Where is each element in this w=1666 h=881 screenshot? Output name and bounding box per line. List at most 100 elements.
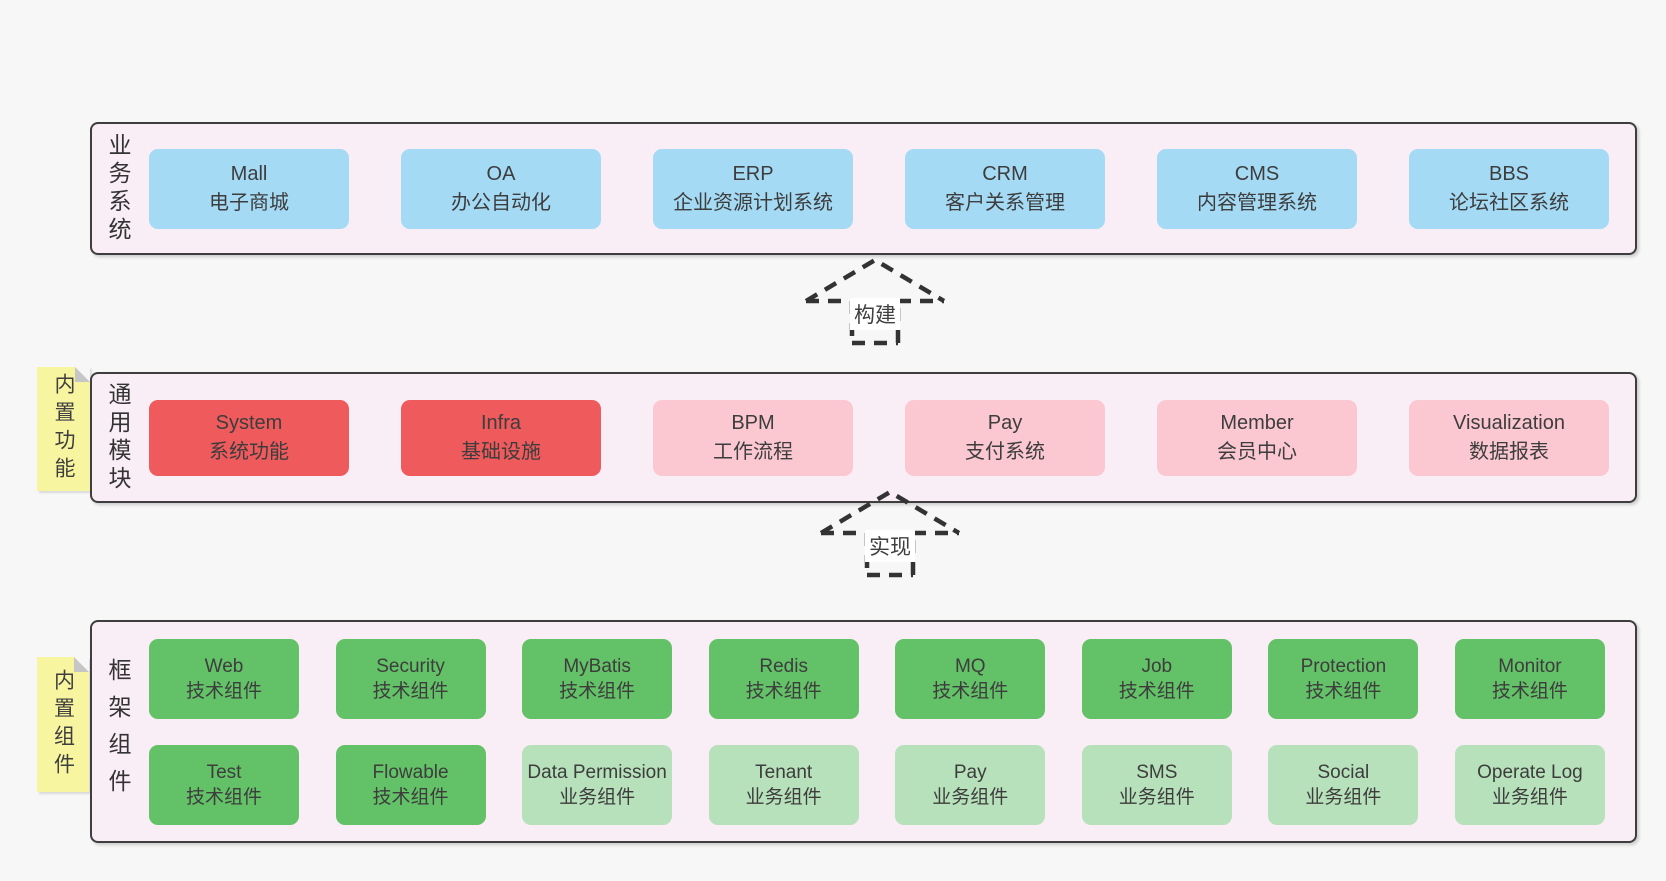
box-crm: CRM 客户关系管理 [905, 148, 1105, 229]
box-title: BBS [1488, 162, 1530, 185]
box-test: Test 技术组件 [149, 744, 299, 825]
note-text: 内置组件 [51, 668, 75, 781]
business-panel-label: 业务系统 [105, 132, 131, 245]
box-desc: 业务组件 [1305, 786, 1382, 808]
box-desc: 技术组件 [1305, 680, 1382, 702]
implement-arrow-label: 实现 [865, 530, 915, 562]
box-title: Infra [480, 411, 522, 434]
box-pay-module: Pay 支付系统 [905, 399, 1105, 476]
framework-components-panel: 框架组件 Web 技术组件 Security 技术组件 MyBatis 技术组件… [90, 620, 1637, 843]
box-title: Protection [1300, 655, 1387, 677]
box-title: Tenant [755, 761, 813, 783]
box-title: Visualization [1453, 411, 1565, 434]
box-tenant: Tenant 业务组件 [708, 744, 859, 825]
box-desc: 业务组件 [745, 786, 822, 808]
box-desc: 业务组件 [1118, 786, 1195, 808]
box-redis: Redis 技术组件 [708, 638, 859, 719]
box-desc: 论坛社区系统 [1449, 191, 1569, 214]
box-operate-log: Operate Log 业务组件 [1454, 744, 1605, 825]
box-title: Pay [987, 411, 1023, 434]
box-desc: 数据报表 [1469, 440, 1549, 463]
box-web: Web 技术组件 [149, 638, 299, 719]
box-desc: 技术组件 [745, 680, 822, 702]
box-desc: 电子商城 [209, 191, 289, 214]
box-title: Data Permission [527, 761, 667, 783]
box-desc: 基础设施 [461, 440, 541, 463]
box-desc: 业务组件 [1491, 786, 1568, 808]
modules-box-row: System 系统功能 Infra 基础设施 BPM 工作流程 Pay 支付系统… [129, 399, 1635, 476]
box-mq: MQ 技术组件 [895, 638, 1046, 719]
box-bpm: BPM 工作流程 [653, 399, 853, 476]
box-title: CMS [1234, 162, 1280, 185]
box-sms: SMS 业务组件 [1081, 744, 1232, 825]
box-desc: 业务组件 [932, 786, 1009, 808]
up-arrow-icon [804, 257, 946, 346]
business-box-row: Mall 电子商城 OA 办公自动化 ERP 企业资源计划系统 CRM 客户关系… [129, 148, 1635, 229]
box-title: Pay [953, 761, 987, 783]
box-infra: Infra 基础设施 [401, 399, 601, 476]
box-title: CRM [982, 162, 1028, 185]
box-title: OA [486, 162, 516, 185]
box-erp: ERP 企业资源计划系统 [653, 148, 853, 229]
box-desc: 技术组件 [1118, 680, 1195, 702]
common-modules-panel: 通用模块 System 系统功能 Infra 基础设施 BPM 工作流程 Pay… [90, 372, 1637, 503]
built-in-components-note: 内置组件 [37, 657, 89, 792]
box-mybatis: MyBatis 技术组件 [522, 638, 673, 719]
box-mall: Mall 电子商城 [149, 148, 349, 229]
note-text: 内置功能 [52, 373, 75, 485]
box-title: Web [204, 655, 244, 677]
box-system: System 系统功能 [149, 399, 349, 476]
framework-box-grid: Web 技术组件 Security 技术组件 MyBatis 技术组件 Redi… [129, 638, 1635, 825]
box-security: Security 技术组件 [335, 638, 486, 719]
box-title: System [215, 411, 283, 434]
box-title: Social [1317, 761, 1370, 783]
business-systems-panel: 业务系统 Mall 电子商城 OA 办公自动化 ERP 企业资源计划系统 CRM… [90, 122, 1637, 255]
box-title: Redis [759, 655, 808, 677]
box-cms: CMS 内容管理系统 [1157, 148, 1357, 229]
box-desc: 技术组件 [1491, 680, 1568, 702]
box-desc: 支付系统 [965, 440, 1045, 463]
box-title: ERP [732, 162, 774, 185]
box-title: Operate Log [1477, 761, 1583, 783]
box-social: Social 业务组件 [1268, 744, 1419, 825]
box-desc: 技术组件 [559, 680, 636, 702]
box-flowable: Flowable 技术组件 [335, 744, 486, 825]
box-visualization: Visualization 数据报表 [1409, 399, 1609, 476]
box-title: Test [206, 761, 242, 783]
box-desc: 技术组件 [185, 680, 262, 702]
box-desc: 技术组件 [932, 680, 1009, 702]
modules-panel-label: 通用模块 [105, 381, 131, 494]
box-desc: 系统功能 [209, 440, 289, 463]
box-desc: 技术组件 [185, 786, 262, 808]
built-in-functions-note: 内置功能 [37, 367, 90, 491]
box-title: MQ [954, 655, 986, 677]
implement-arrow: 实现 [815, 486, 965, 580]
box-desc: 技术组件 [372, 786, 449, 808]
box-title: Member [1220, 411, 1294, 434]
box-desc: 内容管理系统 [1197, 191, 1317, 214]
box-pay-component: Pay 业务组件 [895, 744, 1046, 825]
box-desc: 业务组件 [559, 786, 636, 808]
box-title: MyBatis [563, 655, 631, 677]
box-desc: 技术组件 [372, 680, 449, 702]
box-title: Flowable [372, 761, 449, 783]
framework-panel-label: 框架组件 [105, 657, 131, 806]
build-arrow-label: 构建 [850, 298, 900, 330]
box-bbs: BBS 论坛社区系统 [1409, 148, 1609, 229]
box-desc: 工作流程 [713, 440, 793, 463]
box-data-permission: Data Permission 业务组件 [522, 744, 673, 825]
box-desc: 会员中心 [1217, 440, 1297, 463]
box-member: Member 会员中心 [1157, 399, 1357, 476]
box-title: BPM [731, 411, 775, 434]
box-title: Monitor [1498, 655, 1562, 677]
box-oa: OA 办公自动化 [401, 148, 601, 229]
box-title: Mall [230, 162, 268, 185]
box-title: Security [376, 655, 445, 677]
box-monitor: Monitor 技术组件 [1454, 638, 1605, 719]
build-arrow: 构建 [800, 254, 950, 348]
box-desc: 企业资源计划系统 [673, 191, 833, 214]
box-desc: 客户关系管理 [945, 191, 1065, 214]
box-title: Job [1141, 655, 1173, 677]
box-desc: 办公自动化 [451, 191, 551, 214]
